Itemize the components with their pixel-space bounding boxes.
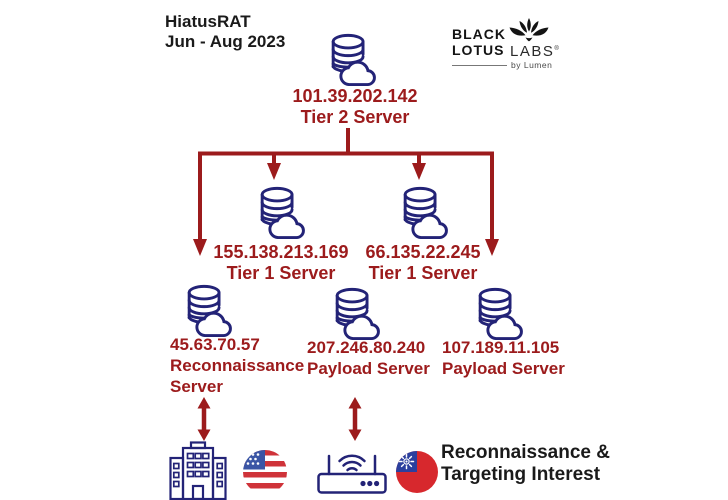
database-cloud-icon: [331, 33, 376, 86]
server-ip: 155.138.213.169: [213, 242, 349, 262]
wifi-router-icon: [317, 454, 387, 494]
server-role: Reconnaissance: [170, 356, 305, 375]
server-role: Tier 1 Server: [368, 263, 478, 283]
database-cloud-icon: [187, 284, 232, 337]
server-ip: 207.246.80.240: [307, 338, 426, 357]
annotation-line2: Targeting Interest: [441, 463, 601, 485]
logo-byline: by Lumen: [511, 60, 553, 70]
registered-mark: ®: [554, 46, 561, 52]
logo-word-labs: LABS®: [510, 43, 561, 60]
annotation-line1: Reconnaissance &: [441, 442, 610, 463]
server-ip: 66.135.22.245: [365, 242, 481, 262]
taiwan-flag-icon: [396, 451, 438, 493]
logo-word-lotus: LOTUS: [452, 42, 505, 58]
tier2-server-node: 101.39.202.142 Tier 2 Server: [275, 86, 435, 128]
server-role: Tier 1 Server: [226, 263, 336, 283]
diagram-title: HiatusRAT Jun - Aug 2023: [165, 12, 285, 52]
double-headed-arrow: [348, 397, 362, 441]
double-headed-arrow: [197, 397, 211, 441]
payload-server-right-node: 107.189.11.105 Payload Server: [442, 337, 582, 379]
us-flag-icon: [243, 450, 287, 494]
office-building-icon: [169, 441, 227, 500]
date-range: Jun - Aug 2023: [165, 32, 286, 51]
database-cloud-icon: [403, 186, 448, 239]
server-role: Tier 2 Server: [300, 107, 410, 127]
black-lotus-labs-logo: BLACK LOTUS LABS® by Lumen: [448, 18, 568, 76]
database-cloud-icon: [335, 287, 380, 340]
logo-divider: [452, 65, 507, 66]
tier1-left-server-node: 155.138.213.169 Tier 1 Server: [201, 242, 361, 284]
database-cloud-icon: [260, 186, 305, 239]
tier1-right-server-node: 66.135.22.245 Tier 1 Server: [343, 242, 503, 284]
server-role: Payload Server: [307, 359, 430, 378]
footer-annotation: Reconnaissance & Targeting Interest: [441, 442, 610, 485]
payload-server-center-node: 207.246.80.240 Payload Server: [307, 337, 447, 379]
server-role-line2: Server: [170, 377, 223, 396]
lotus-flower-icon: [509, 18, 549, 42]
server-ip: 107.189.11.105: [442, 338, 560, 357]
server-ip: 45.63.70.57: [170, 335, 260, 354]
server-role: Payload Server: [442, 359, 565, 378]
server-ip: 101.39.202.142: [292, 86, 418, 106]
malware-name: HiatusRAT: [165, 12, 251, 31]
logo-word-black: BLACK: [452, 26, 506, 42]
recon-server-node: 45.63.70.57 Reconnaissance Server: [170, 334, 315, 397]
database-cloud-icon: [478, 287, 523, 340]
branch-arrows: [193, 128, 499, 256]
